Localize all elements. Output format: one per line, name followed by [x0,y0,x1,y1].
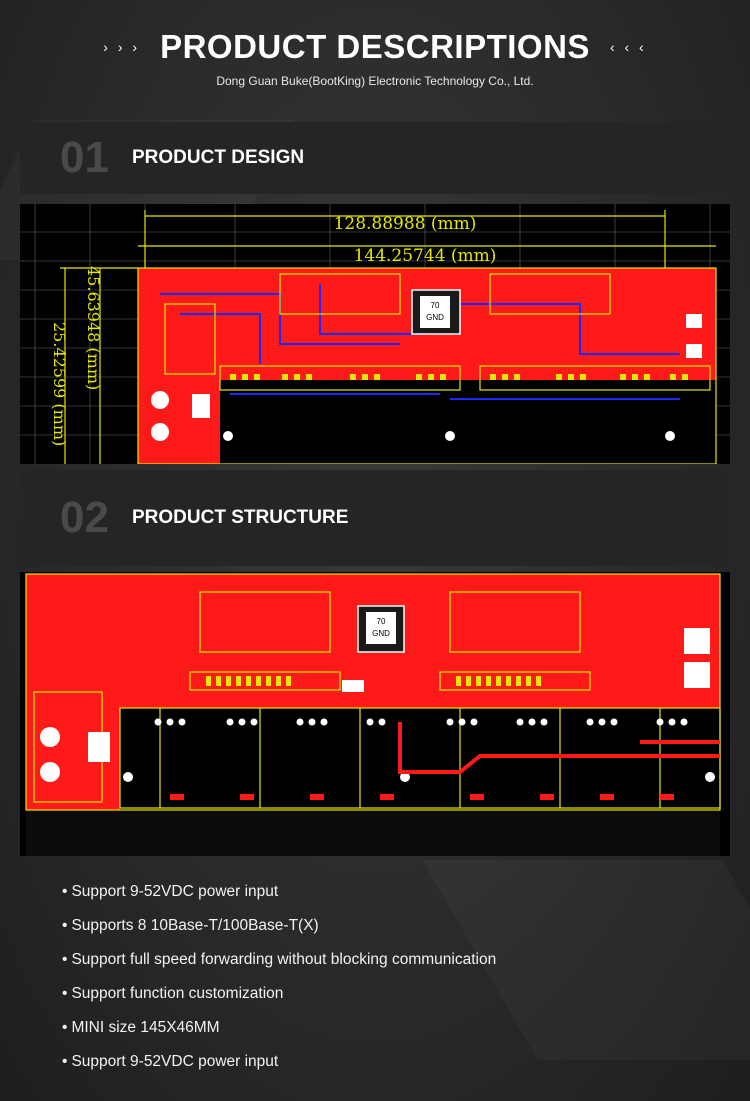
arrows-left-icon: › › › [103,39,141,55]
section-structure-header: 02 PRODUCT STRUCTURE [20,470,730,566]
page-title: PRODUCT DESCRIPTIONS [160,28,590,65]
feature-item: Supports 8 10Base-T/100Base-T(X) [62,910,496,944]
section-number: 02 [60,493,109,542]
chip-label: 70 [431,301,440,310]
feature-item: Support full speed forwarding without bl… [62,944,496,978]
section-number: 01 [60,133,109,182]
chip-ground-label: GND [426,313,444,322]
feature-item: Support function customization [62,978,496,1012]
section-design-header: 01 PRODUCT DESIGN [20,122,730,194]
section-title: PRODUCT STRUCTURE [132,507,349,528]
pcb-design-drawing: 70 GND 128.88988 (mm) 144.25744 (mm) 45.… [20,204,730,464]
width-dimension-inner: 128.88988 (mm) [334,214,477,234]
chip-ground-label: GND [372,629,390,638]
height-dimension-outer: 25.42599 (mm) [50,322,69,446]
feature-item: Support 9-52VDC power input [62,876,496,910]
company-name: Dong Guan Buke(BootKing) Electronic Tech… [216,74,534,88]
feature-list: Support 9-52VDC power input Supports 8 1… [62,876,496,1080]
feature-item: Support 9-52VDC power input [62,1046,496,1080]
page-header: › › › PRODUCT DESCRIPTIONS ‹ ‹ ‹ Dong Gu… [0,28,750,88]
feature-item: MINI size 145X46MM [62,1012,496,1046]
width-dimension-outer: 144.25744 (mm) [354,246,497,266]
section-title: PRODUCT DESIGN [132,147,305,168]
chip-label: 70 [377,617,386,626]
height-dimension-inner: 45.63948 (mm) [84,266,103,390]
pcb-structure-image: 70 GND [20,572,730,856]
arrows-right-icon: ‹ ‹ ‹ [609,39,647,55]
